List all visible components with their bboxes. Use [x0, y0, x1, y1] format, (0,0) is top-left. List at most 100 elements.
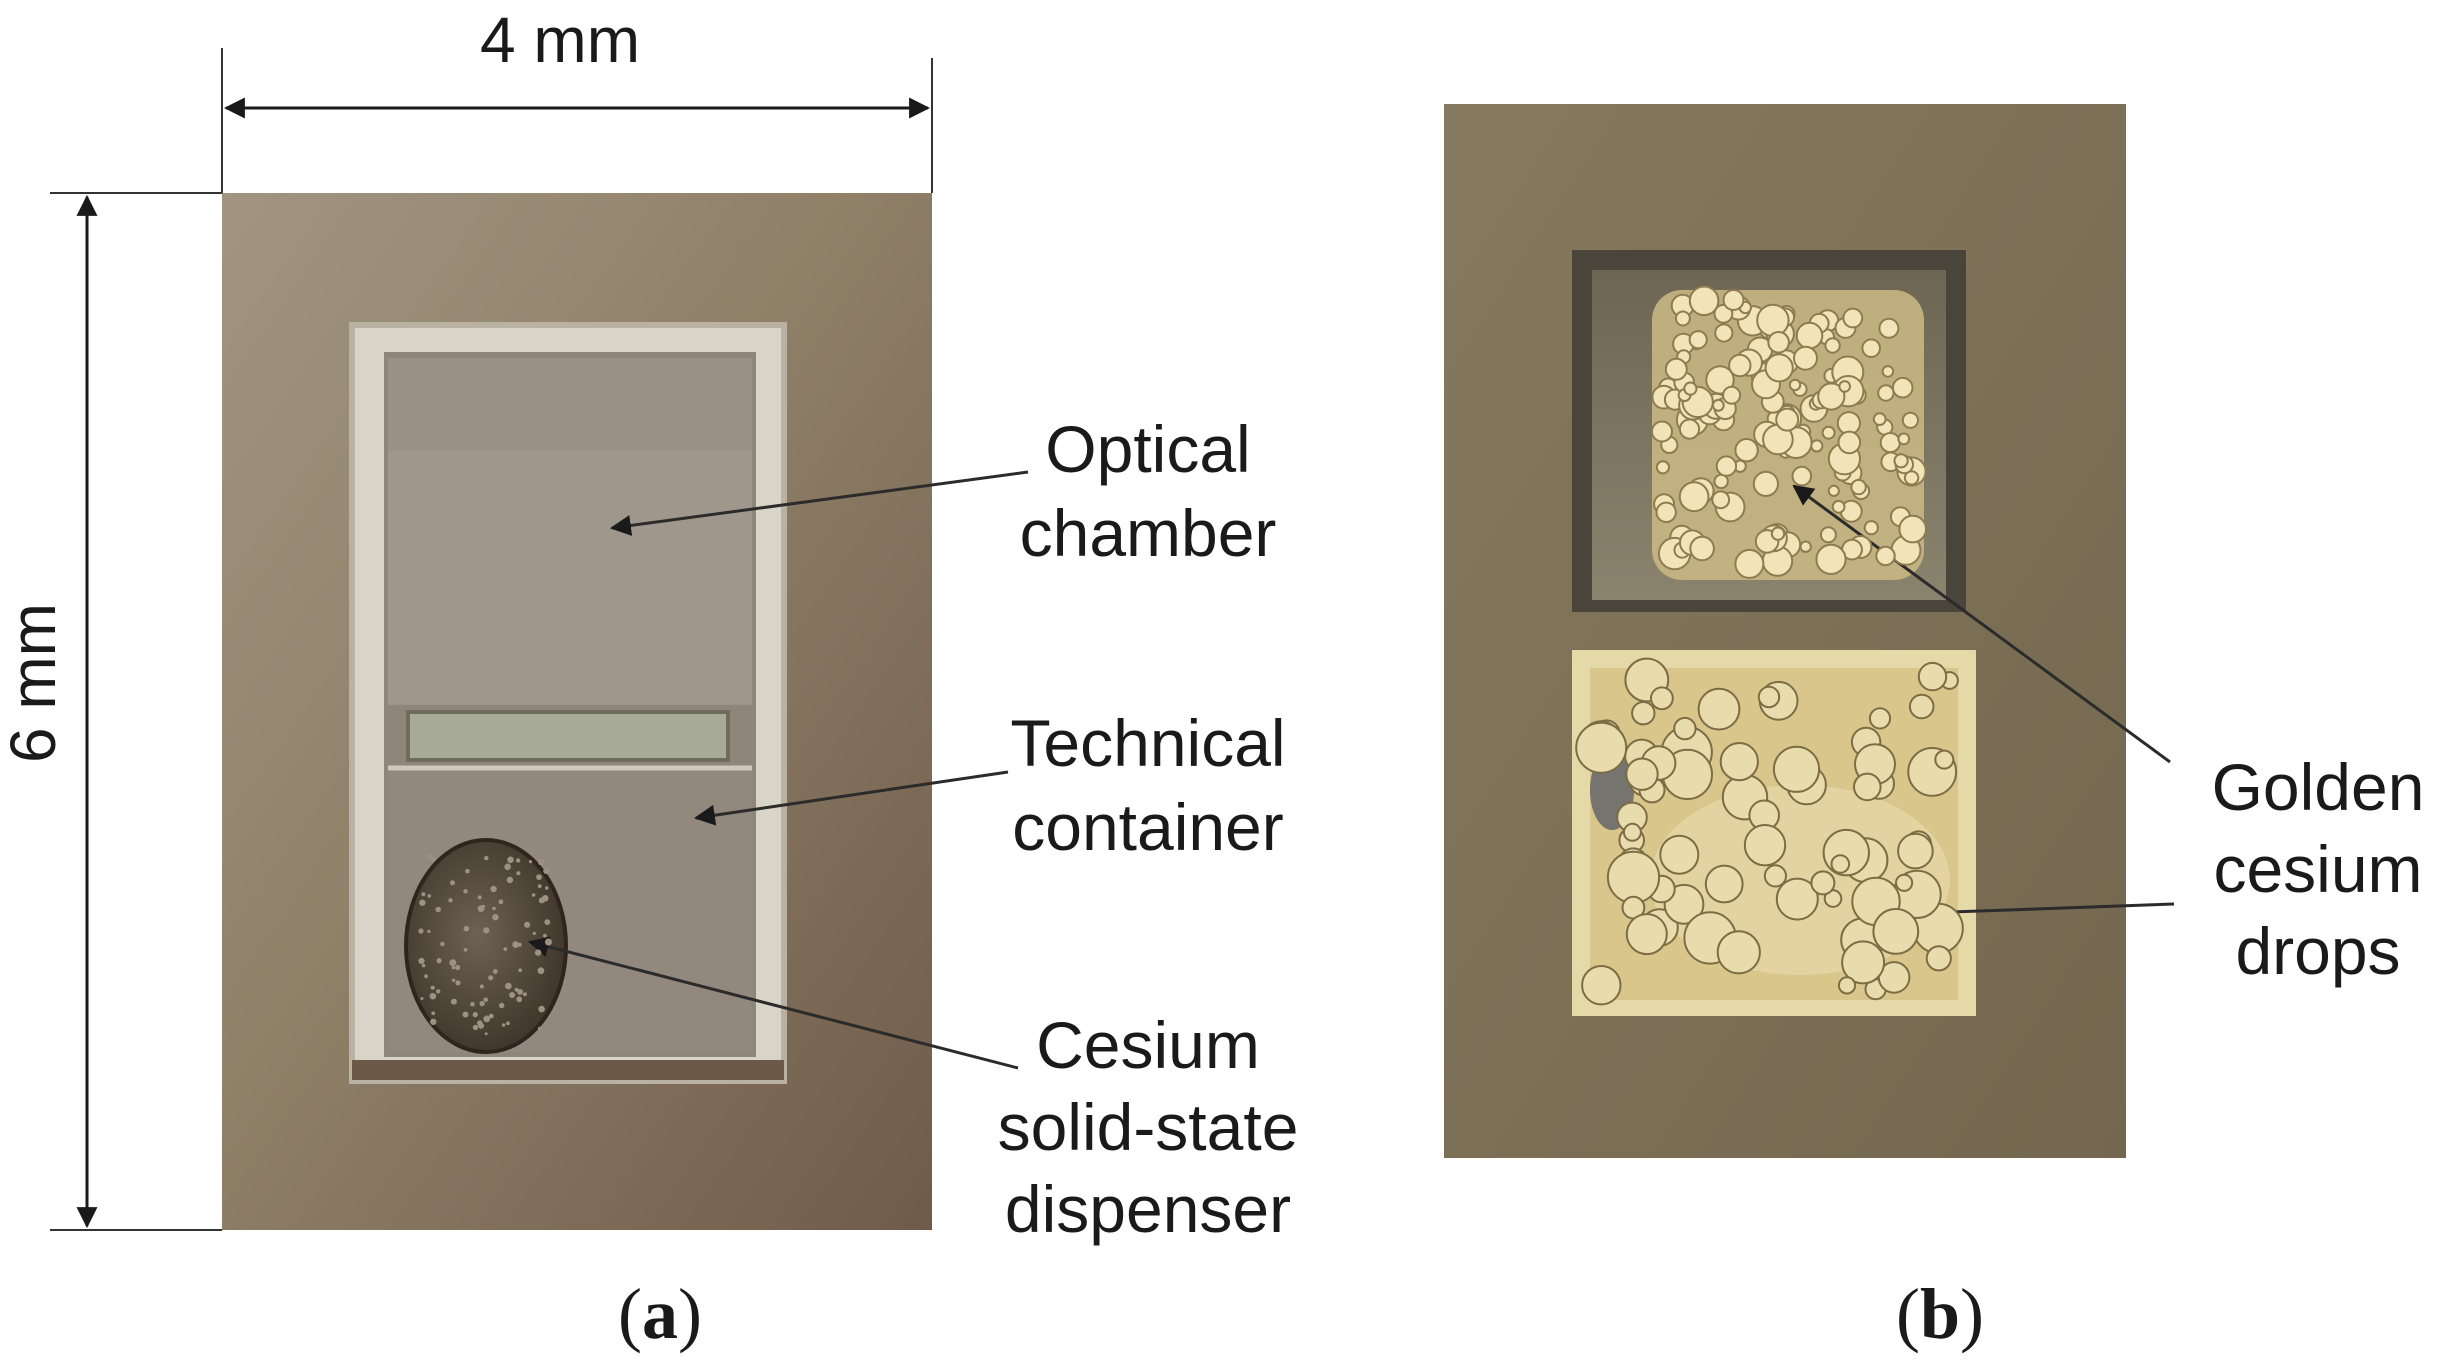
gold-droplet: [498, 899, 504, 905]
dispenser-pellet: [404, 838, 568, 1054]
gold-droplet: [545, 938, 552, 946]
gold-droplet: [1827, 484, 1840, 497]
gold-droplet: [1879, 432, 1901, 454]
gold-droplet: [488, 1013, 494, 1019]
gold-droplet: [1823, 889, 1843, 908]
gold-droplet: [1764, 353, 1794, 383]
gold-droplet: [545, 886, 549, 890]
gold-droplet: [1831, 499, 1846, 514]
gold-droplet: [507, 856, 514, 864]
gold-droplet: [1830, 854, 1851, 874]
gold-droplet: [1815, 543, 1847, 576]
gold-droplet: [1715, 455, 1738, 477]
golden-drops-label-line2: cesium: [2213, 832, 2422, 906]
gold-droplet: [518, 968, 522, 973]
height-label: 6 mm: [0, 603, 69, 763]
gold-droplet: [1903, 470, 1920, 486]
gold-droplet: [418, 957, 425, 965]
optical-chamber-lower: [388, 450, 752, 705]
gold-droplet: [463, 925, 470, 932]
optical-chamber-label-line1: Optical: [1045, 412, 1250, 486]
gold-droplet: [1837, 430, 1862, 455]
technical-container-label-line1: Technical: [1010, 706, 1285, 780]
technical-container-leader: [693, 770, 1009, 826]
gold-droplet: [1891, 376, 1914, 399]
gold-droplet: [537, 858, 545, 866]
gold-droplet: [1659, 834, 1700, 875]
optical-chamber-leader: [609, 470, 1029, 536]
gold-droplet: [1625, 757, 1659, 791]
gold-droplet: [1650, 686, 1674, 711]
gold-droplet: [484, 1032, 488, 1036]
gold-droplet: [1697, 687, 1741, 731]
panel-a-annotations: Optical chamber Technical container Cesi…: [527, 412, 1299, 1246]
gold-droplet: [1881, 365, 1895, 378]
gold-droplet: [1719, 742, 1759, 782]
gold-droplet: [436, 958, 442, 964]
gold-droplet: [1743, 824, 1787, 867]
gold-droplet: [431, 857, 436, 861]
gold-droplet: [430, 1018, 437, 1025]
gold-droplet: [1674, 310, 1691, 327]
gold-droplet: [462, 1011, 469, 1018]
gold-droplet: [430, 985, 435, 990]
gold-droplet: [516, 996, 523, 1003]
gold-droplet: [505, 982, 512, 990]
gold-droplet: [1842, 307, 1864, 329]
gold-droplet: [544, 919, 551, 925]
gold-droplet: [1722, 385, 1742, 405]
gold-droplet: [1655, 501, 1677, 523]
gold-droplet: [1651, 420, 1673, 443]
gold-droplet: [1810, 870, 1836, 896]
gold-droplet: [1678, 481, 1710, 513]
gold-droplet: [516, 871, 521, 876]
gold-droplet: [427, 854, 433, 860]
gold-droplet: [1775, 877, 1819, 921]
gold-droplet: [538, 897, 545, 904]
gold-droplet: [1581, 965, 1622, 1006]
gold-droplet: [1714, 323, 1734, 343]
gold-droplet: [1934, 749, 1955, 770]
gold-droplet: [524, 921, 531, 928]
gold-droplet: [472, 1024, 479, 1031]
gold-droplet: [1875, 545, 1896, 567]
width-dimension: 4 mm: [221, 4, 933, 193]
gold-droplet: [481, 904, 485, 908]
cesium-dispenser-leader: [527, 936, 1019, 1070]
gold-droplet: [538, 1005, 545, 1013]
gold-droplet: [515, 858, 521, 863]
channel-separator: [406, 710, 730, 762]
gold-droplet: [1793, 345, 1818, 371]
gold-droplet: [1824, 337, 1841, 354]
gold-droplet: [492, 906, 496, 911]
gold-droplet: [488, 975, 494, 981]
gold-droplet: [492, 914, 499, 921]
gold-droplet: [449, 959, 457, 967]
gold-droplet: [1853, 772, 1882, 802]
gold-droplet: [450, 880, 455, 886]
gold-droplet: [1622, 822, 1642, 842]
gold-droplet: [440, 941, 445, 947]
gold-droplet: [448, 898, 453, 903]
gold-droplet: [492, 969, 498, 974]
gold-droplet: [424, 974, 428, 979]
gold-droplet: [1877, 384, 1895, 402]
gold-droplet: [429, 992, 437, 1000]
gold-droplet: [483, 927, 490, 934]
gold-droplet: [1704, 864, 1744, 904]
gold-droplet: [479, 1001, 485, 1007]
gold-droplet: [1664, 357, 1688, 381]
gold-droplet: [1757, 685, 1781, 709]
gold-droplet: [1895, 873, 1914, 892]
gold-droplet: [436, 989, 441, 994]
gold-droplet: [1606, 850, 1661, 904]
gold-droplet: [1863, 520, 1879, 536]
cesium-dispenser-label-line2: solid-state: [998, 1090, 1299, 1164]
gold-droplet: [455, 964, 461, 971]
gold-droplet: [427, 894, 432, 898]
gold-droplet: [501, 1023, 506, 1027]
gold-droplet: [1925, 945, 1952, 972]
gold-droplet: [418, 928, 424, 934]
gold-droplet: [1901, 411, 1920, 429]
gold-droplet: [1841, 940, 1886, 985]
